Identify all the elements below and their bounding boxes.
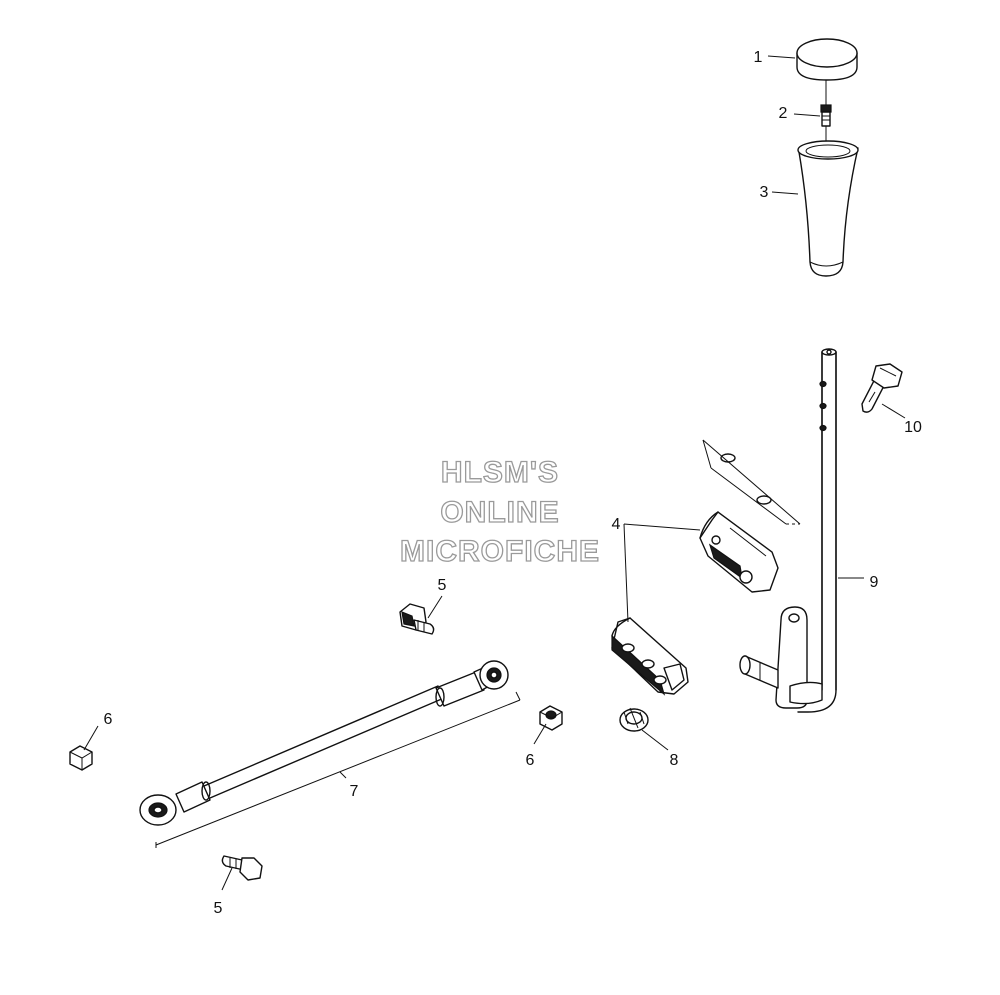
- callout-3: 3: [760, 184, 769, 201]
- watermark-line-3: MICROFICHE: [400, 535, 600, 568]
- callout-6-left: 6: [104, 711, 113, 728]
- callout-8: 8: [670, 752, 679, 769]
- part-3-handle-grip[interactable]: [797, 140, 859, 277]
- part-4-lower-clamp[interactable]: [611, 617, 689, 696]
- callout-5-lower: 5: [214, 900, 223, 917]
- part-6-right-nut[interactable]: [539, 705, 563, 731]
- callout-4: 4: [612, 516, 621, 533]
- callout-6-right: 6: [526, 752, 535, 769]
- part-7-tie-rod[interactable]: [139, 660, 521, 848]
- part-10-bolt[interactable]: [861, 363, 903, 413]
- part-5-lower-bolt[interactable]: [221, 855, 263, 881]
- frame-fragment: [702, 439, 801, 525]
- callout-10: 10: [904, 419, 922, 436]
- part-8-flange-nut[interactable]: [619, 707, 649, 732]
- watermark-line-1: HLSM'S: [441, 456, 559, 489]
- part-9-shift-lever[interactable]: [739, 348, 837, 713]
- callout-1: 1: [754, 49, 763, 66]
- part-2-set-screw[interactable]: [820, 104, 832, 146]
- part-1-knob-cap[interactable]: [796, 38, 858, 106]
- part-4-upper-clamp[interactable]: [699, 511, 779, 593]
- callout-5-upper: 5: [438, 577, 447, 594]
- callout-9: 9: [870, 574, 879, 591]
- callouts: 1 2 3 4 5 5 6 6 7 8 9 10: [104, 49, 922, 917]
- part-5-upper-bolt[interactable]: [399, 603, 435, 635]
- leader-lines: [83, 55, 906, 891]
- watermark-line-2: ONLINE: [440, 496, 559, 529]
- watermark: HLSM'S ONLINE MICROFICHE: [399, 455, 600, 568]
- callout-7: 7: [350, 783, 359, 800]
- callout-2: 2: [779, 105, 788, 122]
- part-6-left-nut[interactable]: [69, 745, 93, 771]
